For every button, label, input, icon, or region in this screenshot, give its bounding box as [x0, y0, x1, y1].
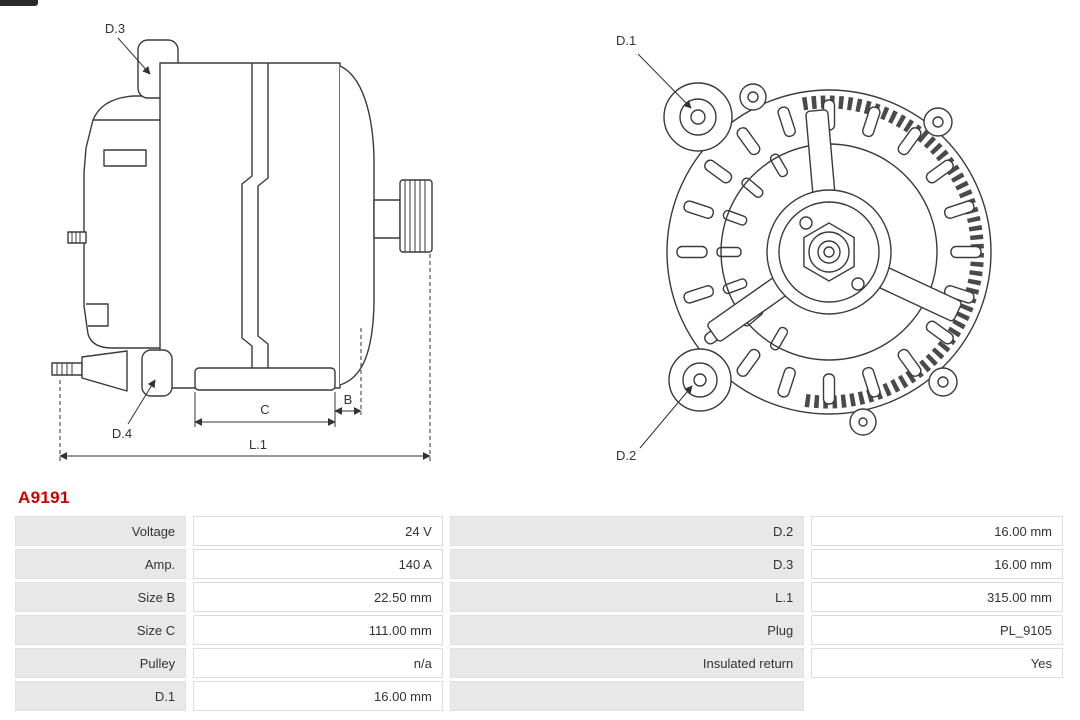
lower-boss — [81, 350, 128, 392]
part-number: A9191 — [18, 488, 70, 507]
mounting-foot — [194, 367, 336, 391]
spokes — [707, 109, 962, 342]
spec-value-plug: PL_9105 — [811, 615, 1063, 645]
small-mount-ears — [739, 83, 958, 436]
spec-value-pulley: n/a — [193, 648, 443, 678]
spec-label-voltage: Voltage — [15, 516, 187, 546]
table-row: Pulley n/a Insulated return Yes — [15, 648, 1063, 678]
label-d3: D.3 — [105, 21, 125, 36]
spec-label-insulated-return: Insulated return — [449, 648, 805, 678]
d4-leader — [127, 379, 156, 425]
spec-label-size-b: Size B — [15, 582, 187, 612]
label-l1: L.1 — [249, 437, 267, 452]
front-leaders — [637, 53, 693, 449]
pulley-side — [399, 179, 433, 253]
spec-label-d1: D.1 — [15, 681, 187, 711]
table-row: Size C 111.00 mm Plug PL_9105 — [15, 615, 1063, 645]
d2-leader — [639, 385, 693, 449]
spec-label-d3: D.3 — [449, 549, 805, 579]
technical-drawings: D.3 D.4 C B L.1 — [51, 21, 992, 463]
mounting-lug-d1 — [663, 82, 733, 152]
table-row: Voltage 24 V D.2 16.00 mm — [15, 516, 1063, 546]
table-row: D.1 16.00 mm — [15, 681, 1063, 711]
terminal-stud — [67, 231, 87, 244]
spec-label-pulley: Pulley — [15, 648, 187, 678]
body-seam — [241, 63, 253, 388]
spec-cell-blank — [811, 681, 1063, 711]
spec-value-d1: 16.00 mm — [193, 681, 443, 711]
spec-value-amp: 140 A — [193, 549, 443, 579]
spec-value-d3: 16.00 mm — [811, 549, 1063, 579]
d1-leader — [637, 53, 692, 109]
spec-value-size-c: 111.00 mm — [193, 615, 443, 645]
spec-label-d2: D.2 — [449, 516, 805, 546]
rear-vent-slot — [103, 149, 147, 167]
table-row: Size B 22.50 mm L.1 315.00 mm — [15, 582, 1063, 612]
side-view-drawing: D.3 D.4 C B L.1 — [51, 21, 433, 461]
rear-housing — [83, 95, 160, 349]
logo-artifact — [0, 0, 38, 6]
spec-value-insulated-return: Yes — [811, 648, 1063, 678]
spec-label-empty — [449, 681, 805, 711]
label-d4: D.4 — [112, 426, 132, 441]
label-b: B — [344, 392, 353, 407]
spec-table: Voltage 24 V D.2 16.00 mm Amp. 140 A D.3… — [8, 513, 1070, 714]
spec-value-l1: 315.00 mm — [811, 582, 1063, 612]
spec-label-plug: Plug — [449, 615, 805, 645]
bottom-mount-lug — [141, 349, 173, 397]
front-bracket — [339, 65, 375, 386]
label-c: C — [260, 402, 269, 417]
dimension-lines — [59, 37, 431, 461]
d3-leader — [117, 37, 151, 75]
label-d1: D.1 — [616, 33, 636, 48]
spec-label-size-c: Size C — [15, 615, 187, 645]
table-row: Amp. 140 A D.3 16.00 mm — [15, 549, 1063, 579]
alternator-front-outline — [663, 82, 992, 436]
front-view-drawing: D.1 D.2 — [616, 33, 992, 463]
spec-label-l1: L.1 — [449, 582, 805, 612]
spec-value-voltage: 24 V — [193, 516, 443, 546]
side-view-labels: D.3 D.4 C B L.1 — [105, 21, 352, 452]
shaft — [373, 199, 401, 239]
front-view-labels: D.1 D.2 — [616, 33, 636, 463]
spec-value-size-b: 22.50 mm — [193, 582, 443, 612]
spec-value-d2: 16.00 mm — [811, 516, 1063, 546]
label-d2: D.2 — [616, 448, 636, 463]
main-body — [159, 62, 341, 389]
alternator-side-outline — [51, 39, 433, 397]
spec-label-amp: Amp. — [15, 549, 187, 579]
